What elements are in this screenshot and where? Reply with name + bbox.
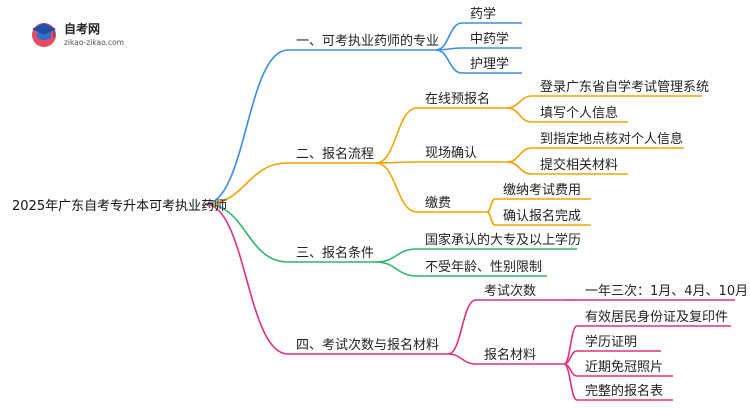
branch-4-child-2-leaf-1-node[interactable]: 有效居民身份证及复印件 [585,309,728,325]
branch-2-child-3-leaf-2-node-label: 确认报名完成 [503,208,581,224]
branch-4-child-2-leaf-4-connector [563,363,578,401]
branch-4-child-2-leaf-3-node[interactable]: 近期免冠照片 [585,360,663,375]
branch-2-child-1-node[interactable]: 在线预报名 [425,91,490,107]
branch-4-child-2-leaf-1-node-label: 有效居民身份证及复印件 [585,309,728,325]
branch-2-child-3-leaf-1-node-label: 缴纳考试费用 [503,183,581,198]
branch-3-connector [204,203,289,263]
branch-2-child-3-leaf-2-connector [486,211,496,226]
branch-2-child-3-node-label: 缴费 [425,196,451,211]
branch-1-child-3-node-label: 护理学 [470,56,509,72]
branch-2-child-2-connector [375,161,418,164]
branch-4-child-1-leaf-1-node-label: 一年三次：1月、4月、10月 [585,283,748,299]
logo-url: zikao-zikao.com [64,38,124,47]
branch-4-node[interactable]: 四、考试次数与报名材料 [296,337,439,353]
branch-4-child-1-leaf-1-node[interactable]: 一年三次：1月、4月、10月 [585,283,748,299]
branch-2-child-2-leaf-1-connector [506,147,533,163]
branch-2-child-1-leaf-2-node[interactable]: 填写个人信息 [540,105,618,121]
branch-1-node[interactable]: 一、可考执业药师的专业 [296,33,439,49]
branch-1-child-2-node[interactable]: 中药学 [470,31,509,47]
branch-2-child-1-connector [375,107,418,164]
logo-title: 自考网 [64,21,100,36]
branch-2-child-3-leaf-2-node[interactable]: 确认报名完成 [503,208,581,224]
branch-4-child-1-node-label: 考试次数 [484,283,536,299]
branch-1-child-2-node-label: 中药学 [470,31,509,47]
branch-2-child-3-leaf-1-connector [486,198,496,213]
branch-4-child-2-node[interactable]: 报名材料 [484,347,536,363]
branch-2-child-1-leaf-1-node[interactable]: 登录广东省自学考试管理系统 [540,79,709,95]
branch-3-child-2-node-label: 不受年龄、性别限制 [425,260,542,275]
branch-1-connector [204,49,289,205]
branch-1-child-1-node[interactable]: 药学 [470,6,496,22]
branch-2-connector [204,162,289,205]
branch-2-child-2-leaf-2-connector [506,161,533,175]
branch-1-child-3-connector [435,49,463,74]
branch-4-child-2-leaf-4-node-label: 完整的报名表 [585,383,663,399]
branch-2-child-2-node[interactable]: 现场确认 [425,146,477,161]
branch-3-child-1-node-label: 国家承认的大专及以上学历 [425,232,581,248]
branch-2-child-2-leaf-1-node[interactable]: 到指定地点核对个人信息 [540,131,683,147]
branch-3-child-2-connector [375,261,418,277]
branch-2-node-label: 二、报名流程 [296,146,374,162]
branch-3-child-1-node[interactable]: 国家承认的大专及以上学历 [425,232,581,248]
branch-4-connector [204,203,289,355]
branch-3-child-1-connector [375,248,418,263]
branch-2-node[interactable]: 二、报名流程 [296,146,374,162]
branch-3-node-label: 三、报名条件 [296,245,374,261]
branch-2-child-1-leaf-1-connector [506,95,533,109]
branch-4-child-2-leaf-2-node[interactable]: 学历证明 [585,334,637,350]
branch-3-node[interactable]: 三、报名条件 [296,245,374,261]
branch-1-node-label: 一、可考执业药师的专业 [296,33,439,49]
branch-2-child-1-leaf-2-connector [506,107,533,123]
branch-2-child-2-leaf-2-node[interactable]: 提交相关材料 [540,157,618,173]
root-topic: 2025年广东自考专升本可考执业药师 [12,199,227,214]
branch-1-child-3-node[interactable]: 护理学 [470,56,509,72]
branch-2-child-3-node[interactable]: 缴费 [425,196,451,211]
branch-2-child-2-node-label: 现场确认 [425,146,477,161]
branch-4-child-2-node-label: 报名材料 [484,347,536,363]
branch-4-node-label: 四、考试次数与报名材料 [296,337,439,353]
branch-2-child-1-leaf-2-node-label: 填写个人信息 [540,105,618,121]
branch-3-child-2-node[interactable]: 不受年龄、性别限制 [425,260,542,275]
branch-2-child-2-leaf-1-node-label: 到指定地点核对个人信息 [540,131,683,147]
branch-4-child-1-node[interactable]: 考试次数 [484,283,536,299]
branch-2-child-3-leaf-1-node[interactable]: 缴纳考试费用 [503,183,581,198]
branch-4-child-2-connector [447,353,477,365]
branch-2-child-1-node-label: 在线预报名 [425,91,490,107]
branch-4-child-2-leaf-3-node-label: 近期免冠照片 [585,360,663,375]
graduation-cap-icon [32,23,56,47]
site-logo[interactable]: 自考网 zikao-zikao.com [32,21,124,47]
branch-4-child-2-leaf-2-node-label: 学历证明 [585,334,637,350]
connector-lines [204,22,735,401]
branch-1-child-1-node-label: 药学 [470,6,496,22]
branch-2-child-2-leaf-2-node-label: 提交相关材料 [540,157,618,173]
branch-4-child-1-connector [447,299,477,355]
branch-2-child-1-leaf-1-node-label: 登录广东省自学考试管理系统 [540,79,709,95]
branch-2-child-3-connector [375,162,418,213]
branch-4-child-2-leaf-4-node[interactable]: 完整的报名表 [585,383,663,399]
branch-1-child-1-connector [435,22,463,51]
